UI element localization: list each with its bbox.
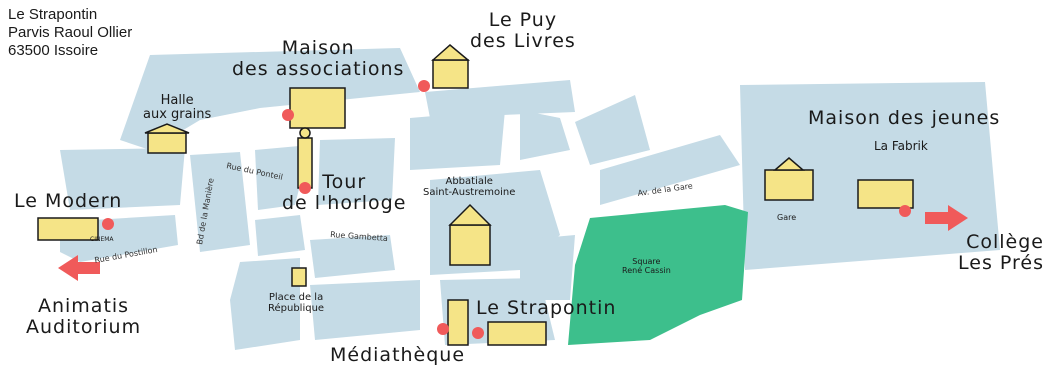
puy-livres-building-icon	[432, 59, 469, 89]
marker-icon	[899, 205, 911, 217]
marker-icon	[102, 218, 114, 230]
label-line: Auditorium	[26, 315, 142, 338]
marker-icon	[437, 323, 449, 335]
label-line: Halle	[160, 93, 194, 108]
label-mediatheque: Médiathèque	[330, 344, 466, 366]
label-tour-horloge: Tour de l'horloge	[282, 172, 406, 214]
abbatiale-building-icon	[449, 224, 491, 266]
cinema-sign: CINEMA	[90, 236, 114, 243]
label-le-modern: Le Modern	[14, 190, 123, 212]
marker-icon	[418, 80, 430, 92]
label-college: Collège Les Prés	[958, 232, 1044, 274]
label-maison-associations: Maison des associations	[232, 38, 404, 80]
arrow-right-icon	[925, 205, 968, 231]
halle-building-icon	[147, 132, 187, 154]
fabrik-building-icon	[857, 179, 914, 209]
label-line: République	[268, 303, 325, 314]
republique-monument-icon	[291, 267, 307, 287]
label-puy-livres: Le Puy des Livres	[470, 10, 576, 52]
label-line: René Cassin	[622, 265, 671, 275]
label-line: Le Puy	[488, 9, 558, 31]
label-line: Les Prés	[958, 251, 1044, 274]
label-le-strapontin: Le Strapontin	[476, 297, 617, 319]
street-gambetta: Rue Gambetta	[330, 230, 388, 243]
maison-associations-building-icon	[289, 87, 346, 129]
venue-name: Le Strapontin	[8, 6, 98, 23]
venue-city: 63500 Issoire	[8, 42, 99, 59]
label-square: Square René Cassin	[622, 257, 671, 276]
label-line: de l'horloge	[282, 191, 407, 214]
label-line: des associations	[232, 57, 405, 80]
strapontin-building-icon	[487, 321, 547, 346]
label-maison-jeunes: Maison des jeunes	[808, 107, 1001, 129]
venue-street: Parvis Raoul Ollier	[8, 24, 133, 41]
label-line: Abbatiale	[445, 176, 493, 187]
square-rene-cassin-park	[568, 205, 748, 345]
buildings	[37, 44, 914, 346]
marker-icon	[472, 327, 484, 339]
marker-icon	[282, 109, 294, 121]
label-line: Saint-Austremoine	[423, 187, 516, 198]
venue-address: Le Strapontin Parvis Raoul Ollier 63500 …	[8, 6, 132, 60]
label-line: Tour	[322, 171, 367, 193]
label-line: Square	[632, 257, 661, 266]
label-animatis: Animatis Auditorium	[26, 296, 141, 338]
label-line: des Livres	[470, 29, 576, 52]
label-line: Collège	[966, 231, 1044, 253]
label-line: Maison	[281, 37, 355, 59]
marker-icon	[299, 182, 311, 194]
gare-building-icon	[764, 169, 814, 201]
arrow-left-icon	[58, 255, 100, 281]
location-markers	[102, 80, 911, 339]
mediatheque-building-icon	[447, 299, 469, 346]
label-line: aux grains	[143, 107, 212, 123]
label-fabrik: La Fabrik	[874, 139, 928, 153]
label-gare: Gare	[777, 213, 797, 222]
label-place-republique: Place de la République	[268, 292, 324, 314]
label-line: Animatis	[37, 295, 130, 317]
label-halle: Halle aux grains	[143, 93, 212, 123]
label-line: Place de la	[268, 292, 324, 303]
halle-roof-icon	[144, 123, 190, 134]
label-abbatiale: Abbatiale Saint-Austremoine	[423, 176, 515, 198]
cinema-modern-building-icon	[37, 217, 99, 241]
